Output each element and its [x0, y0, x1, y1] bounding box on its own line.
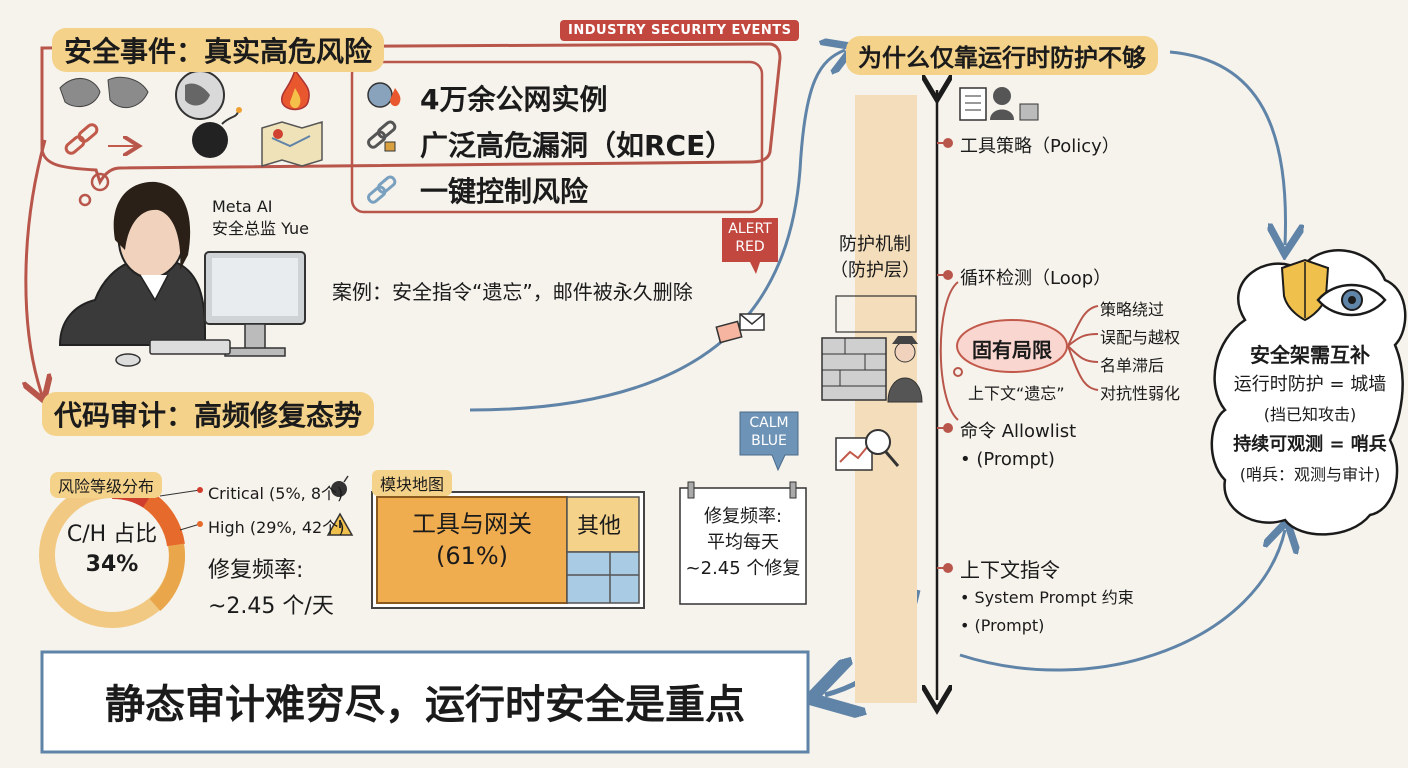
computer-monitor-icon	[204, 251, 306, 357]
conclusion-text: 静态审计难穷尽，运行时安全是重点	[105, 682, 745, 728]
limit-item: 名单滞后	[1100, 356, 1165, 375]
flow-arrow-blue-2	[1169, 50, 1286, 245]
code-audit-title: 代码审计：高频修复态势	[42, 392, 375, 436]
module-main-pct: (61%)	[435, 542, 509, 570]
calm-line1: CALM	[749, 415, 789, 431]
event-item-3: 一键控制风险	[420, 175, 589, 208]
flow-arrow-red	[26, 139, 45, 395]
events-box	[40, 42, 782, 186]
globe-fire-icon	[367, 82, 401, 108]
alert-line1: ALERT	[728, 221, 772, 237]
envelope-icon	[715, 313, 765, 344]
note-line2: 平均每天	[707, 532, 779, 553]
repair-label: 修复频率:	[208, 558, 304, 583]
module-map-title: 模块地图	[372, 470, 453, 496]
firewall-guard-icon	[821, 295, 923, 403]
bomb-icon	[192, 107, 242, 158]
limit-item: 误配与越权	[1100, 328, 1181, 347]
bomb-small-icon	[331, 475, 349, 497]
donut-label-1: C/H 占比	[66, 522, 158, 547]
mechanism-label: 防护机制 （防护层）	[820, 232, 930, 284]
conclusion-box	[40, 650, 810, 754]
flow-arrow-blue-1	[469, 50, 845, 412]
person-org: Meta AI	[212, 197, 273, 216]
context-instruction-block: 上下文指令 • System Prompt 约束 • (Prompt)	[960, 556, 1134, 640]
why-title: 为什么仅靠运行时防护不够	[846, 36, 1158, 75]
world-map-icon	[59, 76, 149, 108]
chain-link-icon	[64, 123, 99, 155]
complement-line1: 运行时防护 = 城墙	[1233, 374, 1387, 395]
keyboard-icon	[115, 339, 231, 367]
case-text: 案例：安全指令“遗忘”，邮件被永久删除	[332, 280, 693, 304]
module-main-name: 工具与网关	[412, 510, 532, 538]
fire-icon	[281, 68, 310, 111]
mechanism-line2: （防护层）	[830, 260, 920, 281]
alert-red-tag: ALERT RED	[722, 220, 778, 256]
critical-label: Critical (5%, 8个)	[208, 484, 344, 503]
module-other-label: 其他	[577, 514, 622, 539]
event-item-1: 4万余公网实例	[420, 83, 608, 116]
eye-icon	[1316, 283, 1387, 317]
complement-text: 安全架需互补 运行时防护 = 城墙 (挡已知攻击) 持续可观测 = 哨兵 (哨兵…	[1215, 340, 1405, 490]
context-forget-label: 上下文“遗忘”	[968, 384, 1065, 403]
alert-line2: RED	[735, 239, 765, 255]
repair-value: ~2.45 个/天	[208, 594, 334, 619]
donut-label-2: 34%	[85, 552, 139, 577]
loop-label: 循环检测（Loop）	[960, 268, 1112, 289]
limit-item: 对抗性弱化	[1100, 384, 1181, 403]
policy-label: 工具策略（Policy）	[960, 136, 1120, 157]
events-title: 安全事件：真实高危风险	[52, 28, 385, 72]
magnifier-chart-icon	[835, 429, 900, 471]
inherent-limits-oval	[956, 319, 1068, 373]
note-line1: 修复频率:	[703, 506, 783, 527]
note-line3: ~2.45 个修复	[685, 558, 801, 579]
allowlist-line2: • (Prompt)	[960, 449, 1055, 470]
complement-cloud	[1210, 249, 1407, 536]
chain-link-blue-icon	[367, 175, 397, 204]
ctx-line1: 上下文指令	[960, 558, 1060, 582]
allowlist-block: 命令 Allowlist • (Prompt)	[960, 418, 1076, 474]
allowlist-line1: 命令 Allowlist	[960, 421, 1077, 442]
limit-item: 策略绕过	[1100, 300, 1165, 319]
ctx-line2: • System Prompt 约束	[960, 588, 1134, 607]
repair-note: 修复频率: 平均每天 ~2.45 个修复	[680, 504, 806, 582]
module-main-label: 工具与网关 (61%)	[377, 508, 567, 572]
risk-dist-title: 风险等级分布	[50, 472, 163, 498]
donut-center: C/H 占比 34%	[62, 520, 162, 580]
module-main-rect	[376, 496, 568, 604]
event-item-2: 广泛高危漏洞（如RCE）	[420, 129, 734, 162]
globe-icon	[175, 70, 225, 120]
person-caption: Meta AI 安全总监 Yue	[212, 196, 309, 240]
document-hacker-icon	[959, 87, 1039, 121]
mechanism-line1: 防护机制	[839, 234, 911, 255]
complement-title: 安全架需互补	[1250, 343, 1370, 367]
person-role: 安全总监 Yue	[212, 219, 310, 238]
complement-line4: (哨兵：观测与审计)	[1239, 465, 1381, 484]
complement-line2: (挡已知攻击)	[1263, 405, 1357, 424]
limits-list: 策略绕过 误配与越权 名单滞后 对抗性弱化	[1100, 296, 1180, 408]
map-icon	[261, 120, 323, 168]
inherent-limits-label: 固有局限	[972, 338, 1052, 362]
flow-arrow-blue-3	[959, 530, 1285, 672]
complement-line3: 持续可观测 = 哨兵	[1233, 434, 1387, 455]
calm-blue-tag: CALM BLUE	[740, 414, 798, 450]
ctx-line3: • (Prompt)	[960, 616, 1045, 635]
calm-line2: BLUE	[751, 433, 787, 449]
person-illustration	[58, 181, 206, 346]
warning-icon	[326, 512, 354, 536]
chain-lock-icon	[367, 120, 397, 152]
industry-tag: INDUSTRY SECURITY EVENTS	[560, 20, 800, 41]
high-label: High (29%, 42个)	[208, 518, 345, 537]
